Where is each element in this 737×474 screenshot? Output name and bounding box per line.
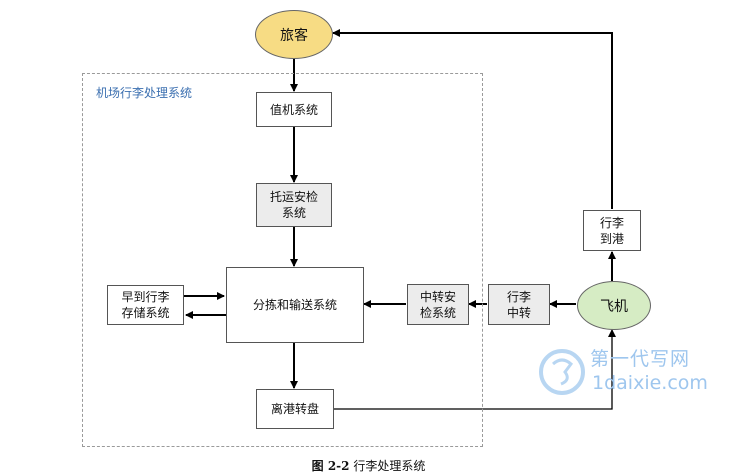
sorting-system-label: 分拣和输送系统	[252, 298, 337, 312]
figure-number: 图 2-2	[311, 459, 350, 473]
baggage-transfer-box: 行李 中转	[488, 284, 550, 325]
airplane-node: 飞机	[577, 281, 651, 330]
transfer-security-box: 中转安 检系统	[407, 284, 469, 325]
passenger-node: 旅客	[255, 10, 333, 59]
baggage-arrival-box: 行李 到港	[583, 210, 641, 251]
baggage-arrival-label: 行李 到港	[599, 215, 624, 246]
watermark-logo-icon	[539, 349, 585, 395]
watermark-url: 1daixie.com	[592, 372, 708, 394]
figure-title: 行李处理系统	[349, 459, 426, 473]
early-storage-box: 早到行李 存储系统	[107, 285, 184, 325]
checkin-system-label: 值机系统	[269, 102, 318, 117]
early-storage-label: 早到行李 存储系统	[121, 290, 170, 320]
arrow-arrival-to-passenger	[332, 29, 613, 209]
transfer-security-label: 中转安 检系统	[419, 289, 456, 320]
carousel-box: 离港转盘	[256, 389, 334, 429]
system-boundary	[82, 73, 483, 447]
airplane-label: 飞机	[600, 298, 628, 315]
figure-caption: 图 2-2 行李处理系统	[0, 457, 737, 474]
baggage-check-label: 托运安检 系统	[269, 190, 318, 220]
system-label: 机场行李处理系统	[96, 86, 193, 100]
sorting-system-box: 分拣和输送系统	[226, 267, 364, 343]
baggage-transfer-label: 行李 中转	[506, 289, 531, 320]
passenger-label: 旅客	[280, 27, 308, 44]
baggage-check-box: 托运安检 系统	[256, 183, 332, 227]
watermark-chinese: 第一代写网	[590, 348, 691, 370]
checkin-system-box: 值机系统	[256, 92, 332, 127]
carousel-label: 离港转盘	[270, 402, 319, 416]
arrow-carousel-to-airplane	[334, 329, 616, 410]
